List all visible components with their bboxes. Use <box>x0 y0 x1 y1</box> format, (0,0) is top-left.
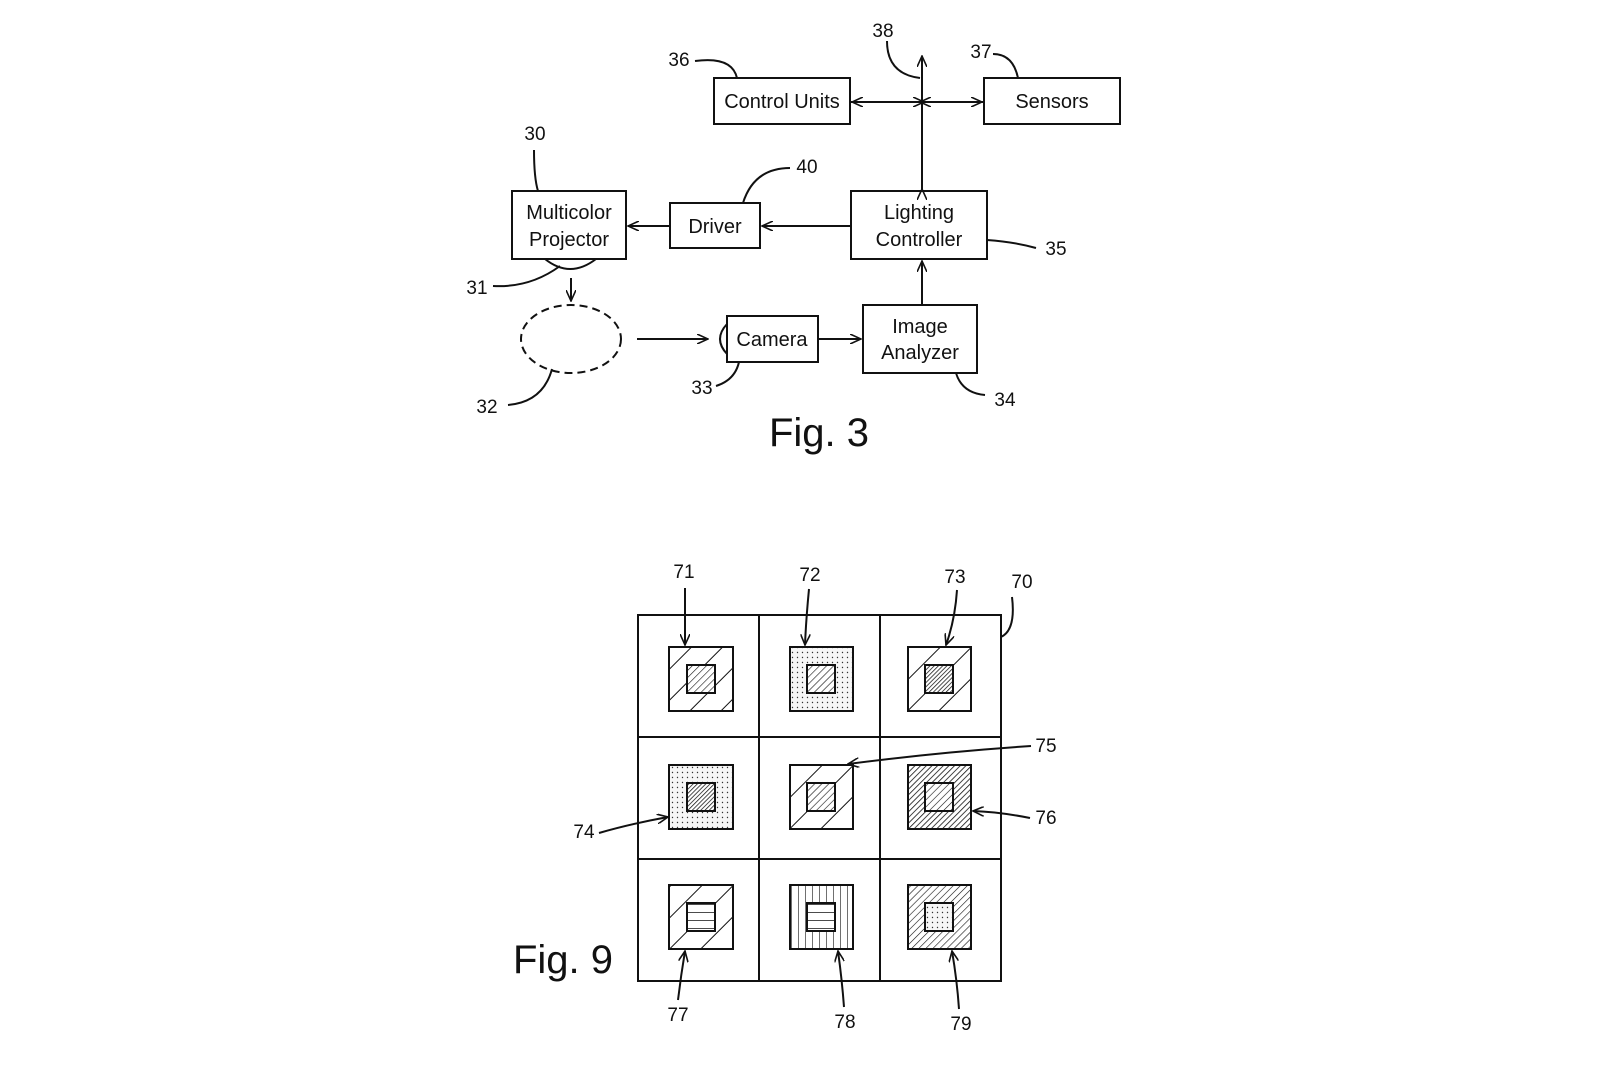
image-analyzer-label-line1: Image <box>892 316 948 338</box>
ref-30: 30 <box>524 124 545 145</box>
lighting-controller-block: Lighting Controller <box>850 190 988 260</box>
cell-75 <box>789 764 854 830</box>
cell-79 <box>907 884 972 950</box>
multicolor-projector-label-line2: Projector <box>529 229 609 251</box>
projector-lens <box>544 258 597 270</box>
cell-78 <box>789 884 854 950</box>
ref-73: 73 <box>944 567 965 588</box>
ref-76: 76 <box>1035 808 1056 829</box>
multicolor-projector-label-line1: Multicolor <box>526 202 612 224</box>
cell-77 <box>668 884 734 950</box>
ref-35: 35 <box>1045 239 1066 260</box>
cell-71 <box>668 646 734 712</box>
ref-70: 70 <box>1011 572 1032 593</box>
sensors-block: Sensors <box>983 77 1121 125</box>
leader-78 <box>838 951 845 1008</box>
ref-32: 32 <box>476 397 497 418</box>
leader-36 <box>694 59 738 79</box>
leader-32 <box>507 368 553 406</box>
leader-38 <box>886 40 921 79</box>
ref-40: 40 <box>796 157 817 178</box>
multicolor-projector-block: Multicolor Projector <box>511 190 627 270</box>
ref-33: 33 <box>691 378 712 399</box>
leader-37 <box>992 53 1019 79</box>
figure-3: Control Units Sensors Multicolor Project… <box>466 21 1121 455</box>
leader-35 <box>986 239 1037 249</box>
driver-label: Driver <box>688 216 742 238</box>
sensors-label: Sensors <box>1015 91 1088 113</box>
image-analyzer-block: Image Analyzer <box>862 304 978 374</box>
fig3-caption: Fig. 3 <box>769 411 869 455</box>
ref-75: 75 <box>1035 736 1056 757</box>
ref-36: 36 <box>668 50 689 71</box>
leader-31 <box>492 265 561 288</box>
ref-72: 72 <box>799 565 820 586</box>
leader-33 <box>715 361 740 387</box>
ref-79: 79 <box>950 1014 971 1035</box>
camera-lens <box>719 323 728 355</box>
ref-37: 37 <box>970 42 991 63</box>
leader-79 <box>952 951 960 1010</box>
leader-34 <box>955 372 986 396</box>
ref-77: 77 <box>667 1005 688 1026</box>
camera-label: Camera <box>736 329 808 351</box>
control-units-label: Control Units <box>724 91 840 113</box>
ref-31: 31 <box>466 278 487 299</box>
cell-76 <box>907 764 972 830</box>
leader-73 <box>946 589 958 645</box>
ref-34: 34 <box>994 390 1016 411</box>
ref-74: 74 <box>573 822 595 843</box>
leader-72 <box>805 588 809 645</box>
ref-38: 38 <box>872 21 893 42</box>
control-units-block: Control Units <box>713 77 851 125</box>
illuminated-object <box>520 304 622 374</box>
leader-70 <box>1000 596 1014 638</box>
cell-74 <box>668 764 734 830</box>
leader-40 <box>742 167 791 204</box>
fig9-caption: Fig. 9 <box>513 938 613 982</box>
leader-74 <box>598 817 668 834</box>
ref-71: 71 <box>673 562 694 583</box>
driver-block: Driver <box>669 202 761 249</box>
leader-75 <box>848 745 1032 764</box>
cell-72 <box>789 646 854 712</box>
leader-77 <box>677 951 685 1001</box>
lighting-controller-label-line2: Controller <box>876 229 963 251</box>
lighting-controller-label-line1: Lighting <box>884 202 954 224</box>
camera-block: Camera <box>719 315 819 363</box>
image-analyzer-label-line2: Analyzer <box>881 342 959 364</box>
leader-30 <box>533 149 539 192</box>
cell-73 <box>907 646 972 712</box>
figure-9: 71 72 73 70 75 74 76 77 78 79 Fig. 9 <box>513 562 1057 1035</box>
ref-78: 78 <box>834 1012 855 1033</box>
leader-76 <box>973 811 1031 819</box>
